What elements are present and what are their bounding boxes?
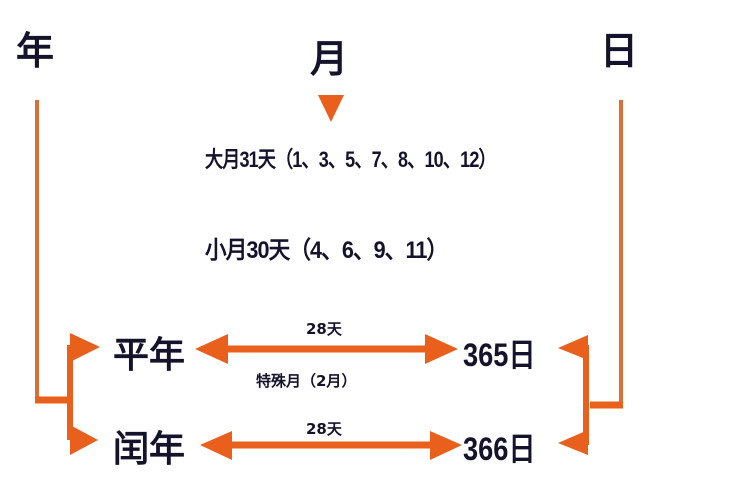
- small-month-text: 小月30天（4、6、9、11）: [205, 237, 448, 264]
- special-month-label: 特殊月（2月）: [256, 372, 357, 390]
- leap-feb-days: 28天: [306, 420, 342, 438]
- leap-year-label: 闰年: [113, 429, 186, 470]
- header-day: 日: [600, 29, 639, 73]
- common-year-days: 365日: [463, 337, 536, 373]
- common-year-label: 平年: [113, 335, 186, 376]
- header-month: 月: [310, 37, 349, 81]
- header-year: 年: [16, 29, 55, 73]
- big-month-text: 大月31天（1、3、5、7、8、10、12）: [205, 147, 497, 172]
- common-feb-days: 28天: [306, 320, 342, 338]
- leap-year-days: 366日: [463, 431, 536, 467]
